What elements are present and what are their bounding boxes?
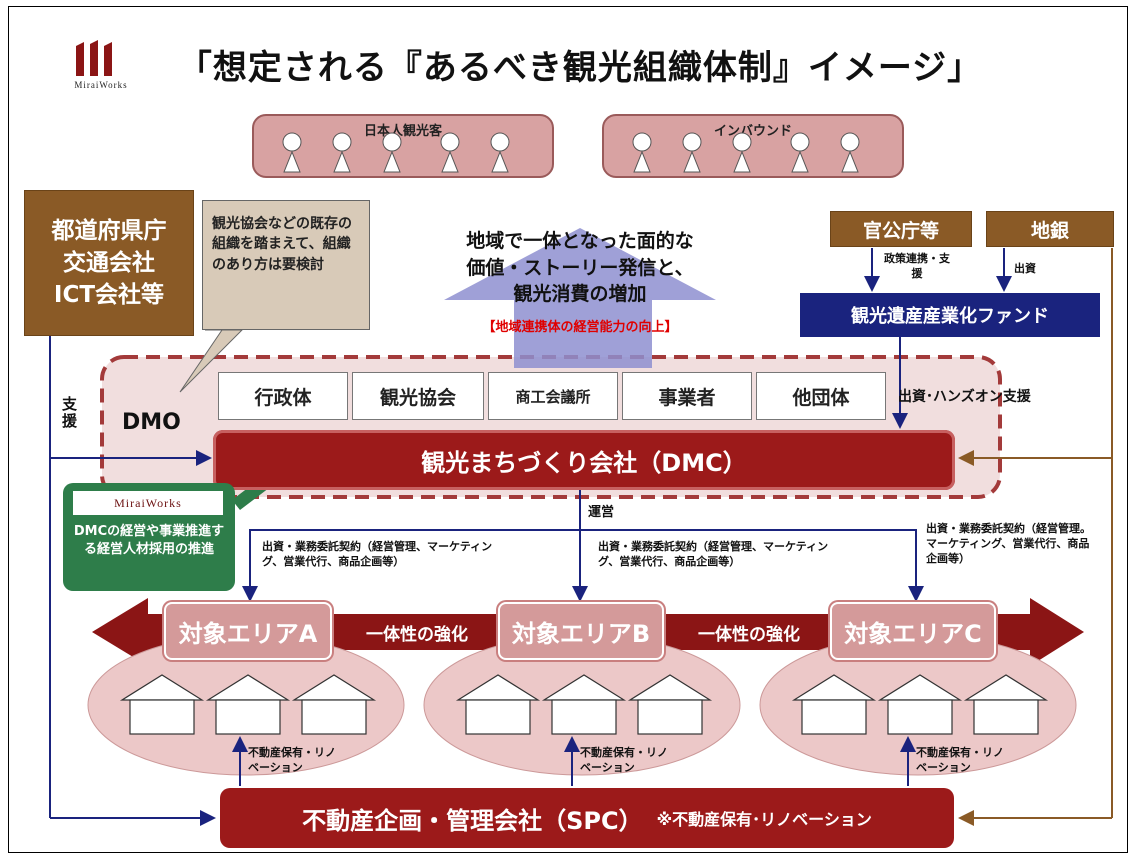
houses (119, 674, 1049, 735)
realestate-label-b: 不動産保有・リノベーション (580, 746, 668, 774)
center-message-line-2: 価値・ストーリー発信と、 (466, 256, 694, 279)
left-org-line-2: 交通会社 (63, 249, 155, 276)
spc-label: 不動産企画・管理会社（SPC） (302, 806, 643, 835)
investment-label: 出資 (1014, 262, 1036, 275)
domestic-tourists-label: 日本人観光客 (363, 124, 442, 139)
center-message-line-3: 観光消費の増加 (513, 283, 647, 306)
member-businesses: 事業者 (622, 372, 752, 420)
upward-arrow (444, 228, 716, 368)
member-tourism-association: 観光協会 (352, 372, 484, 420)
member-other-groups: 他団体 (756, 372, 886, 420)
slide-frame (8, 6, 1128, 853)
tourism-heritage-fund-box: 観光遺産産業化ファンド (800, 293, 1100, 337)
center-message-line-1: 地域で一体となった面的な (466, 230, 694, 252)
member-government: 行政体 (218, 372, 348, 420)
page-title: 「想定される『あるべき観光組織体制』イメージ」 (177, 47, 983, 88)
bank-box: 地銀 (986, 211, 1114, 247)
callout-box (202, 200, 370, 330)
area-c-box: 対象エリアC (830, 602, 996, 660)
unity-label-2: 一体性の強化 (698, 624, 800, 645)
dmo-label: DMO (122, 410, 181, 435)
government-box: 官公庁等 (830, 211, 972, 247)
miraiworks-box-logo: MiraiWorks (73, 491, 223, 515)
area-b-box: 対象エリアB (498, 602, 664, 660)
policy-support-label: 政策連携・支援 (884, 252, 950, 280)
contract-label-middle: 出資・業務委託契約（経営管理、マーケティング、営業代行、商品企画等） (598, 540, 829, 568)
contract-label-left: 出資・業務委託契約（経営管理、マーケティング、営業代行、商品企画等） (262, 540, 493, 568)
realestate-label-a: 不動産保有・リノベーション (248, 746, 336, 774)
support-label: 支援 (62, 395, 78, 431)
unity-label-1: 一体性の強化 (366, 624, 468, 645)
realestate-label-c: 不動産保有・リノベーション (916, 746, 1004, 774)
inbound-tourists-group: インバウンド (602, 114, 904, 178)
left-organizations-box: 都道府県庁 交通会社 ICT会社等 (24, 190, 194, 336)
contract-label-right: 出資・業務委託契約（経営管理。マーケティング、営業代行、商品企画等） (926, 522, 1091, 565)
logo-wordmark: MiraiWorks (74, 80, 128, 90)
left-org-line-3: ICT会社等 (53, 282, 165, 309)
dmc-box: 観光まちづくり会社（DMC） (213, 430, 955, 490)
center-message: 地域で一体となった面的な 価値・ストーリー発信と、 観光消費の増加 (400, 228, 760, 308)
callout-pointer (179, 329, 244, 393)
miraiworks-box-text: DMCの経営や事業推進する経営人材採用の推進 (73, 524, 225, 558)
member-chamber-of-commerce: 商工会議所 (488, 372, 618, 420)
domestic-tourists-group: 日本人観光客 (252, 114, 554, 178)
area-a-box: 対象エリアA (164, 602, 332, 660)
left-org-line-1: 都道府県庁 (51, 217, 167, 244)
miraiworks-logo-icon (72, 38, 118, 78)
callout-text: 観光協会などの既存の組織を踏まえて、組織のあり方は要検討 (212, 216, 352, 273)
operate-label: 運営 (588, 505, 615, 520)
spc-note: ※不動産保有･リノベーション (656, 810, 872, 829)
center-message-sub: 【地域連携体の経営能力の向上】 (482, 320, 678, 335)
spc-box: 不動産企画・管理会社（SPC） ※不動産保有･リノベーション (220, 788, 954, 848)
hands-on-support-label: 出資･ハンズオン支援 (898, 389, 1031, 405)
inbound-tourists-label: インバウンド (713, 124, 792, 139)
miraiworks-recruitment-box: MiraiWorks DMCの経営や事業推進する経営人材採用の推進 (63, 483, 235, 591)
